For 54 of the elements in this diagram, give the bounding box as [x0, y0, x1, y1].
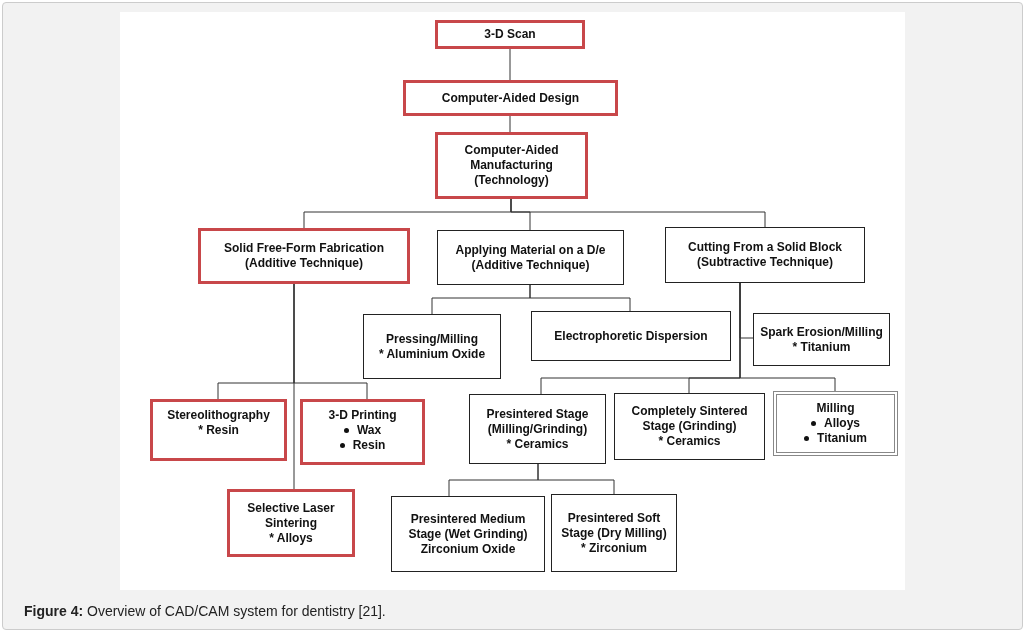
box-title: Electrophoretic Dispersion: [554, 328, 708, 344]
box-title: Computer-Aided Design: [441, 90, 580, 106]
bullet-item: Resin: [352, 438, 386, 453]
box-note: * Alloys: [269, 530, 313, 546]
connector-line: [537, 463, 615, 495]
bullet-item: Alloys: [824, 416, 860, 431]
process-box: [391, 496, 545, 572]
process-box: [773, 391, 898, 456]
process-box: [403, 80, 618, 116]
box-note: * Zirconium: [581, 540, 647, 556]
process-box: [300, 399, 425, 465]
box-title: Presintered Stage (Milling/Grinding): [485, 406, 590, 437]
box-note: * Aluminium Oxide: [378, 346, 486, 362]
box-title: Solid Free-Form Fabrication (Additive Technique): [223, 241, 385, 271]
box-title: Computer-Aided Manufacturing (Technology): [463, 143, 560, 188]
box-note: * Resin: [198, 423, 239, 438]
process-box: [531, 311, 731, 361]
process-box: [363, 314, 501, 379]
box-title: 3-D Printing: [328, 408, 397, 423]
box-title: Cutting From a Solid Block (Subtractive Technique): [687, 240, 843, 270]
box-title: Completely Sintered Stage (Grinding): [630, 404, 749, 434]
box-title: Presintered Soft Stage (Dry Milling): [560, 510, 668, 541]
box-title: Pressing/Milling: [386, 331, 478, 347]
process-box: [435, 132, 588, 199]
box-note: * Ceramics: [506, 436, 569, 452]
process-box: [227, 489, 355, 557]
connector-line: [739, 282, 836, 392]
box-note: Zirconium Oxide: [420, 541, 516, 557]
bullet-item: Titanium: [817, 431, 867, 446]
connector-line: [509, 115, 511, 133]
process-box: [469, 394, 606, 464]
box-note: * Ceramics: [658, 434, 721, 449]
process-box: [665, 227, 865, 283]
process-box: [614, 393, 765, 460]
process-box: [435, 20, 585, 49]
process-box: [551, 494, 677, 572]
process-box: [437, 230, 624, 285]
connector-line: [509, 48, 511, 81]
process-box: [198, 228, 410, 284]
box-title: Applying Material on a D/e (Additive Technique): [454, 242, 607, 273]
connector-line: [293, 283, 295, 490]
box-title: 3-D Scan: [484, 27, 536, 42]
connector-line: [529, 284, 631, 312]
figure-caption: Figure 4: Overview of CAD/CAM system for dentistry [21].: [24, 603, 386, 619]
box-title: Stereolithography: [167, 408, 270, 423]
box-title: Milling: [816, 401, 855, 416]
process-box: [753, 313, 890, 366]
process-box: [150, 399, 287, 461]
box-title: Presintered Medium Stage (Wet Grinding): [407, 511, 529, 542]
box-note: * Titanium: [792, 339, 851, 355]
bullet-item: Wax: [356, 423, 382, 438]
box-title: Selective Laser Sintering: [246, 500, 336, 531]
connector-line: [510, 198, 766, 228]
box-title: Spark Erosion/Milling: [760, 324, 883, 340]
